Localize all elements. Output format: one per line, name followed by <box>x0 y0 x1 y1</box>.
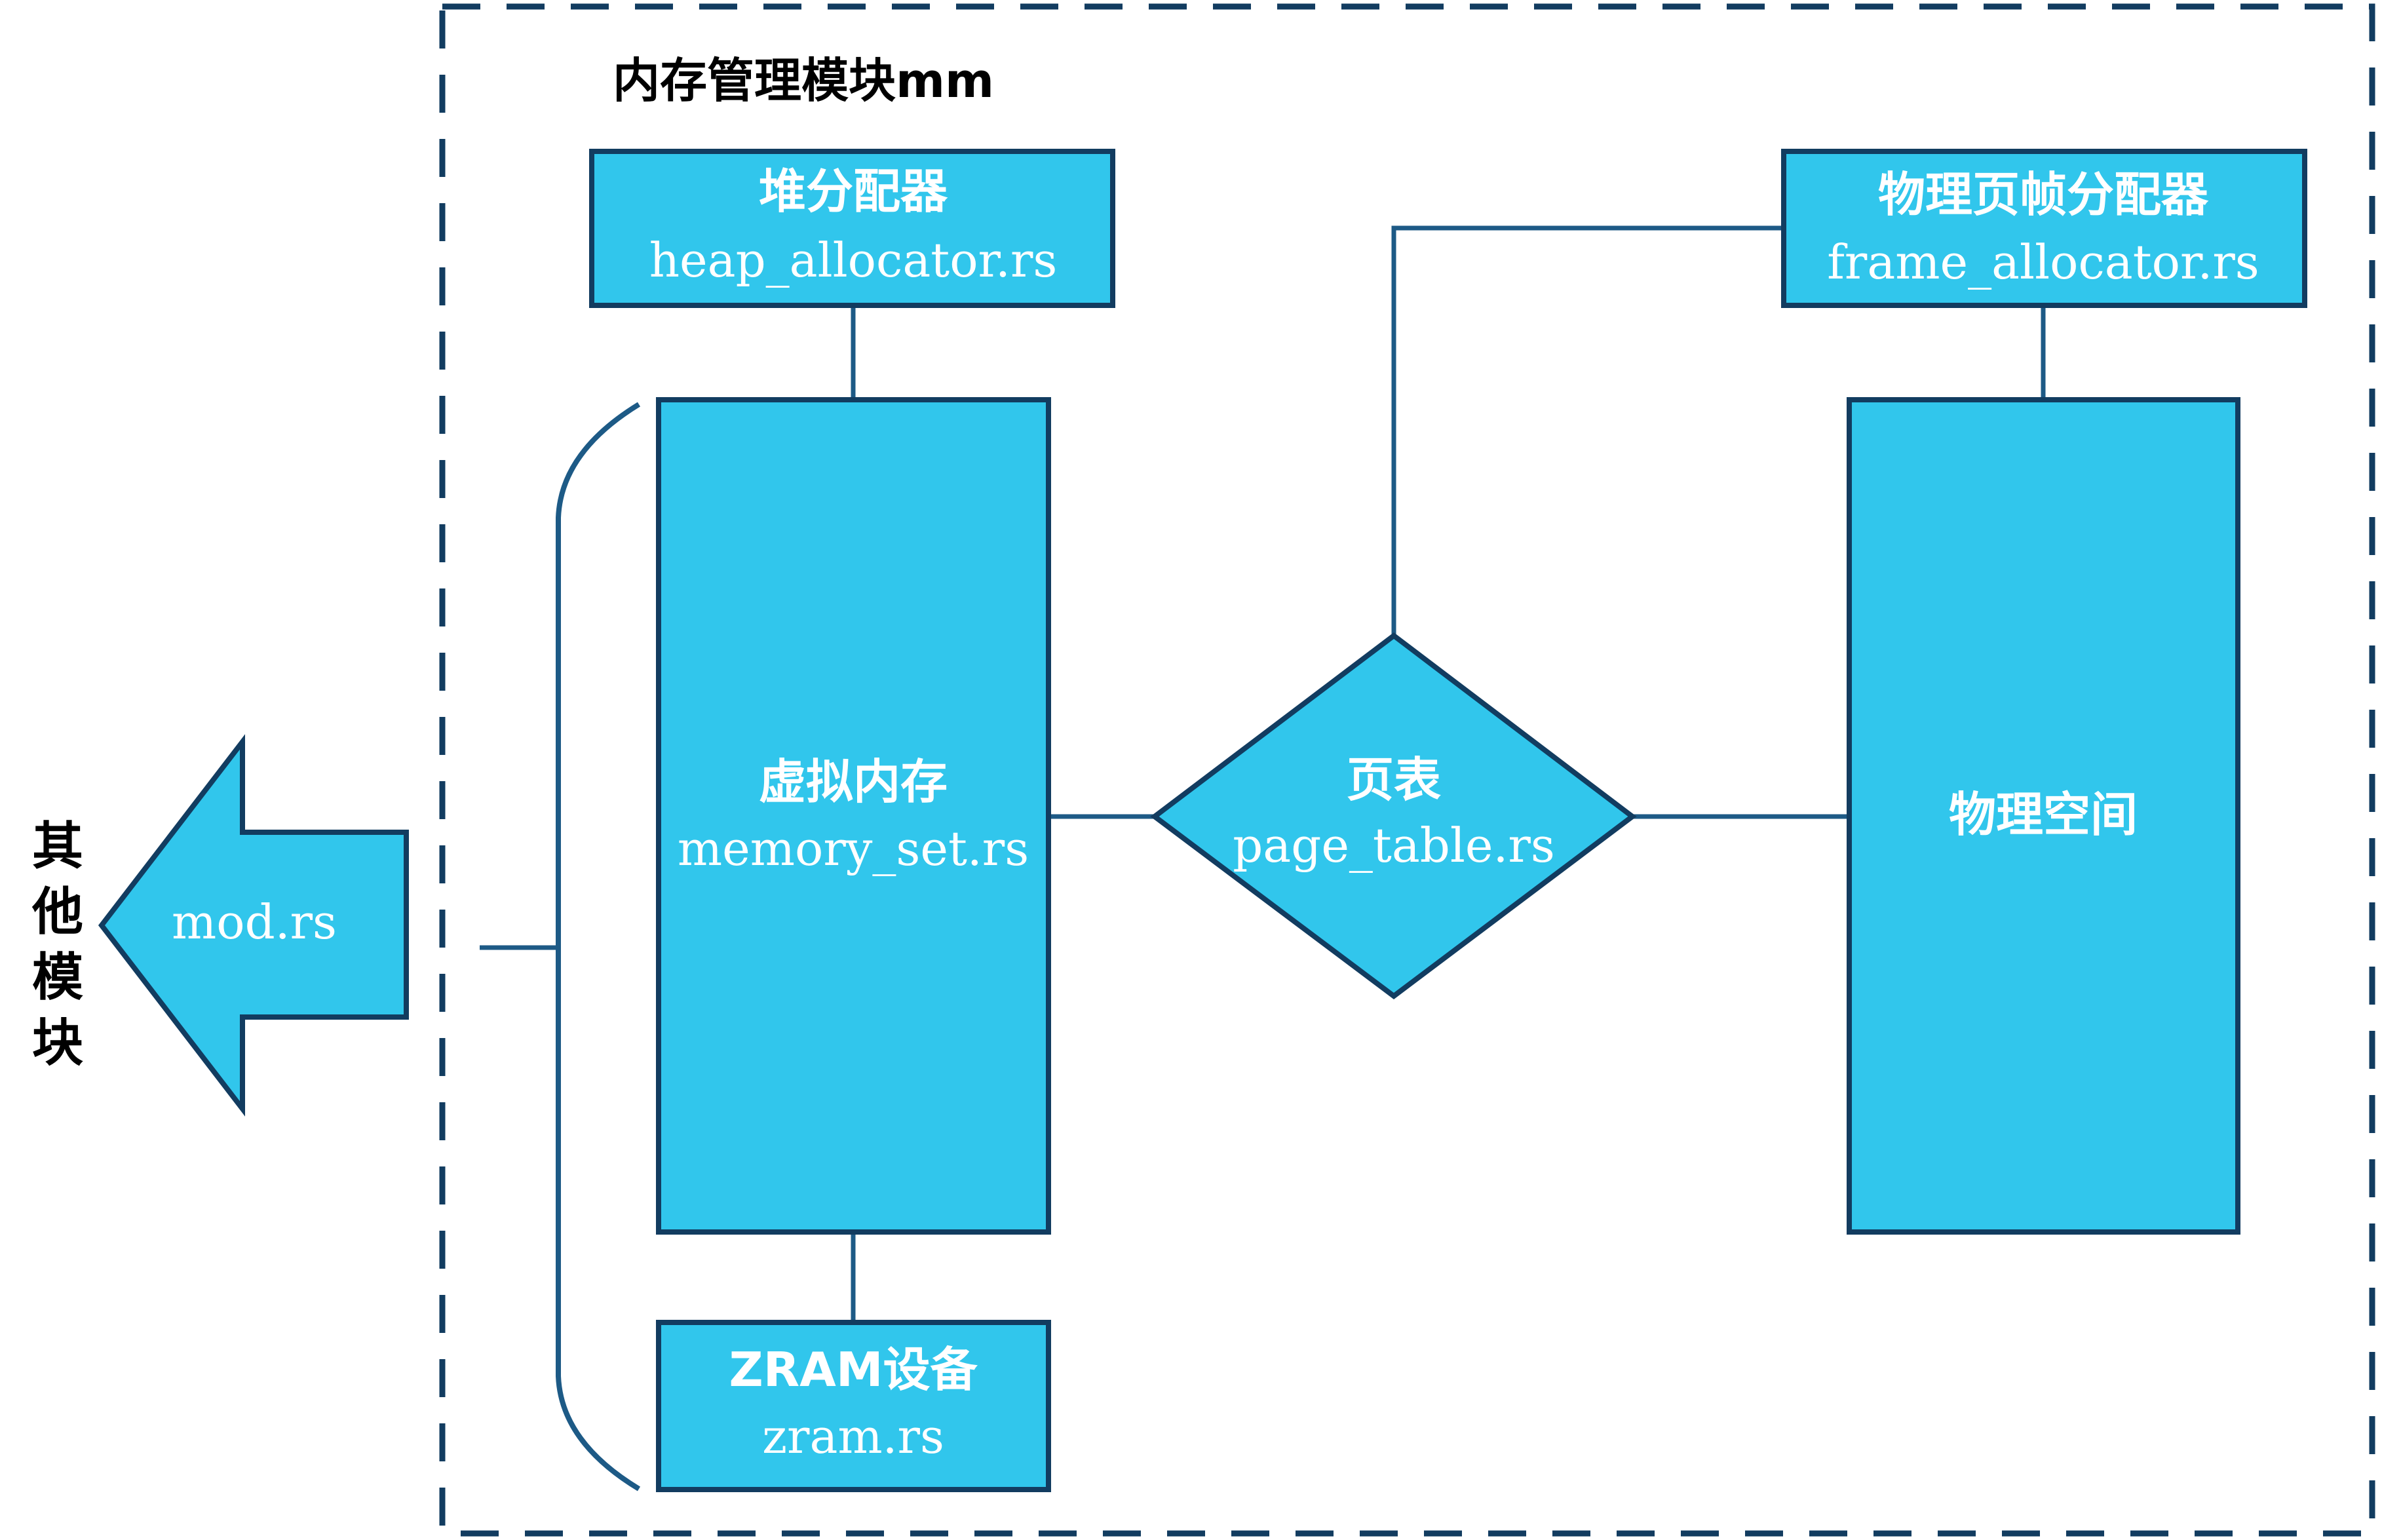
group-brace <box>556 402 641 1492</box>
virtual-memory-title: 虚拟内存 <box>759 754 948 809</box>
virtual-memory-node: 虚拟内存 memory_set.rs <box>656 397 1051 1235</box>
module-boundary <box>439 3 2375 1537</box>
frame-allocator-file: frame_allocator.rs <box>1827 235 2259 290</box>
zram-title: ZRAM设备 <box>729 1342 978 1397</box>
mod-arrow-node: mod.rs <box>98 734 409 1117</box>
module-title: 内存管理模块mm <box>613 53 994 108</box>
page-table-node: 页表 page_table.rs <box>1150 632 1637 1000</box>
page-table-file: page_table.rs <box>1233 818 1555 873</box>
mod-file: mod.rs <box>172 895 337 950</box>
physical-space-title: 物理空间 <box>1949 787 2138 842</box>
other-modules-label: 其 他 模 块 <box>31 817 83 1073</box>
connector-pagetable-to-frame <box>1391 225 1784 636</box>
heap-allocator-file: heap_allocator.rs <box>649 233 1058 288</box>
heap-allocator-title: 堆分配器 <box>759 164 948 219</box>
other-modules-char-1: 其 <box>32 817 83 876</box>
other-modules-char-3: 模 <box>32 948 83 1007</box>
zram-node: ZRAM设备 zram.rs <box>656 1320 1051 1492</box>
other-modules-char-4: 块 <box>32 1014 83 1073</box>
connectors <box>480 225 2046 1322</box>
zram-file: zram.rs <box>762 1409 944 1464</box>
page-table-title: 页表 <box>1347 752 1441 807</box>
frame-allocator-title: 物理页帧分配器 <box>1878 167 2209 222</box>
frame-allocator-node: 物理页帧分配器 frame_allocator.rs <box>1781 149 2307 308</box>
other-modules-char-2: 他 <box>31 883 83 942</box>
physical-space-node: 物理空间 <box>1847 397 2240 1235</box>
heap-allocator-node: 堆分配器 heap_allocator.rs <box>589 149 1115 308</box>
virtual-memory-file: memory_set.rs <box>678 821 1029 876</box>
